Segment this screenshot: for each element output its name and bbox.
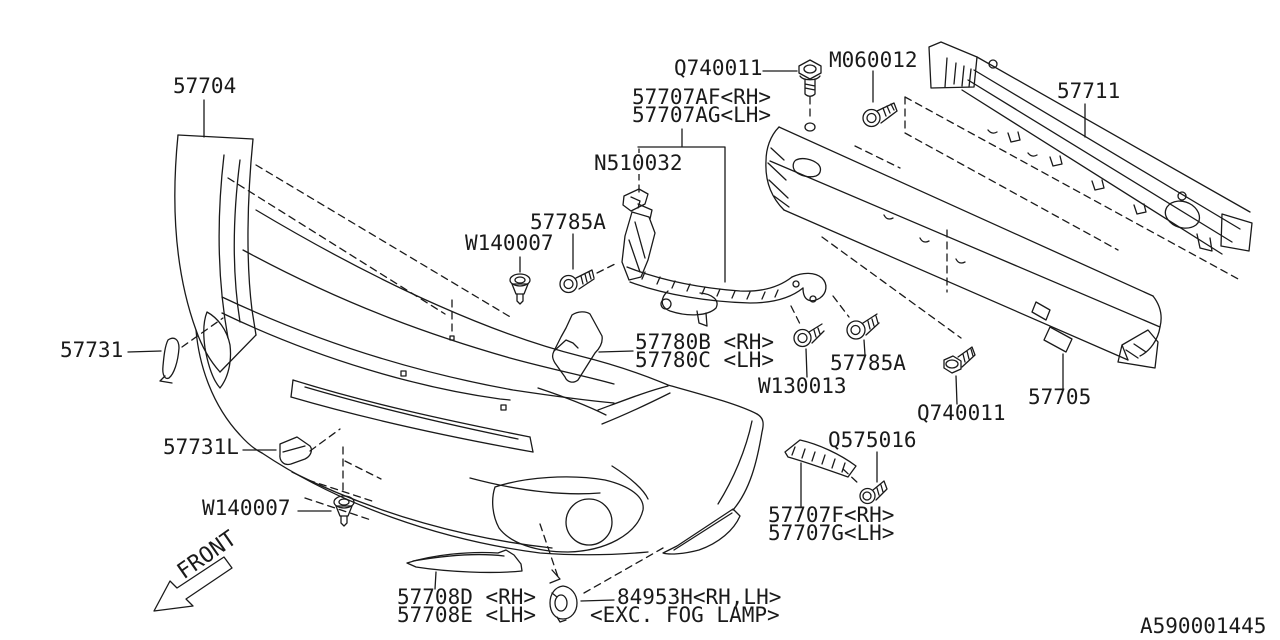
part-label-57704: 57704: [173, 74, 237, 98]
bracket-57707f-drawing: [784, 439, 857, 478]
part-label-57707af: 57707AF<RH>: [632, 85, 772, 109]
bolt-q740011-mid: [943, 346, 976, 374]
part-label-w130013: W130013: [758, 374, 847, 398]
bumper-bracket-rail-drawing: [621, 203, 827, 327]
part-label-57785a-left: 57785A: [530, 210, 606, 234]
part-label-57707f: 57707F<RH>: [768, 503, 895, 527]
part-label-57708d: 57708D <RH>: [397, 585, 537, 609]
part-label-57705: 57705: [1028, 385, 1092, 409]
cushion-pad-drawing: [551, 298, 672, 383]
clip-n510032-drawing: [622, 188, 649, 212]
bumper-beam-drawing: [765, 122, 1162, 369]
part-label-q575016: Q575016: [828, 428, 917, 452]
part-label-m060012: M060012: [829, 48, 918, 72]
part-label-57780c: 57780C <LH>: [635, 348, 775, 372]
part-label-57780b: 57780B <RH>: [635, 330, 775, 354]
part-label-57707g: 57707G<LH>: [768, 521, 895, 545]
part-label-57731l: 57731L: [163, 435, 239, 459]
part-label-q740011-top: Q740011: [674, 56, 763, 80]
fog-cover-84953h-drawing: [549, 585, 578, 623]
bolt-q740011-top: [798, 59, 822, 97]
part-label-57731: 57731: [60, 338, 124, 362]
lower-lip-57708-drawing: [406, 549, 523, 574]
bolt-57785a-left: [559, 269, 595, 294]
part-label-q740011-mid: Q740011: [917, 401, 1006, 425]
bolt-57785a-right: [846, 313, 880, 340]
leader-lines: [127, 70, 1086, 602]
bumper-cover-drawing: [174, 134, 764, 556]
part-label-exc-fog-lamp: <EXC. FOG LAMP>: [590, 603, 780, 627]
front-arrow-icon: [153, 556, 233, 612]
cover-57731-drawing: [159, 337, 180, 384]
screw-q575016: [859, 480, 888, 505]
clip-w140007-top: [509, 273, 531, 305]
part-label-w140007-bottom: W140007: [202, 496, 291, 520]
part-label-w140007-top: W140007: [465, 231, 554, 255]
part-label-57711: 57711: [1057, 79, 1121, 103]
bolt-m060012: [862, 102, 898, 128]
clip-w140007-bottom: [333, 495, 355, 527]
part-label-57707ag: 57707AG<LH>: [632, 103, 772, 127]
bolt-w130013: [793, 323, 825, 348]
part-label-57708e: 57708E <LH>: [397, 603, 537, 627]
upper-beam-drawing: [928, 41, 1253, 255]
part-label-57785a-right: 57785A: [830, 351, 906, 375]
diagram-number: A590001445: [1140, 614, 1267, 638]
part-label-n510032: N510032: [593, 151, 684, 175]
cover-57731l-drawing: [279, 436, 312, 466]
part-label-84953h: 84953H<RH,LH>: [617, 585, 782, 609]
projection-dashed-lines: [181, 96, 1241, 594]
